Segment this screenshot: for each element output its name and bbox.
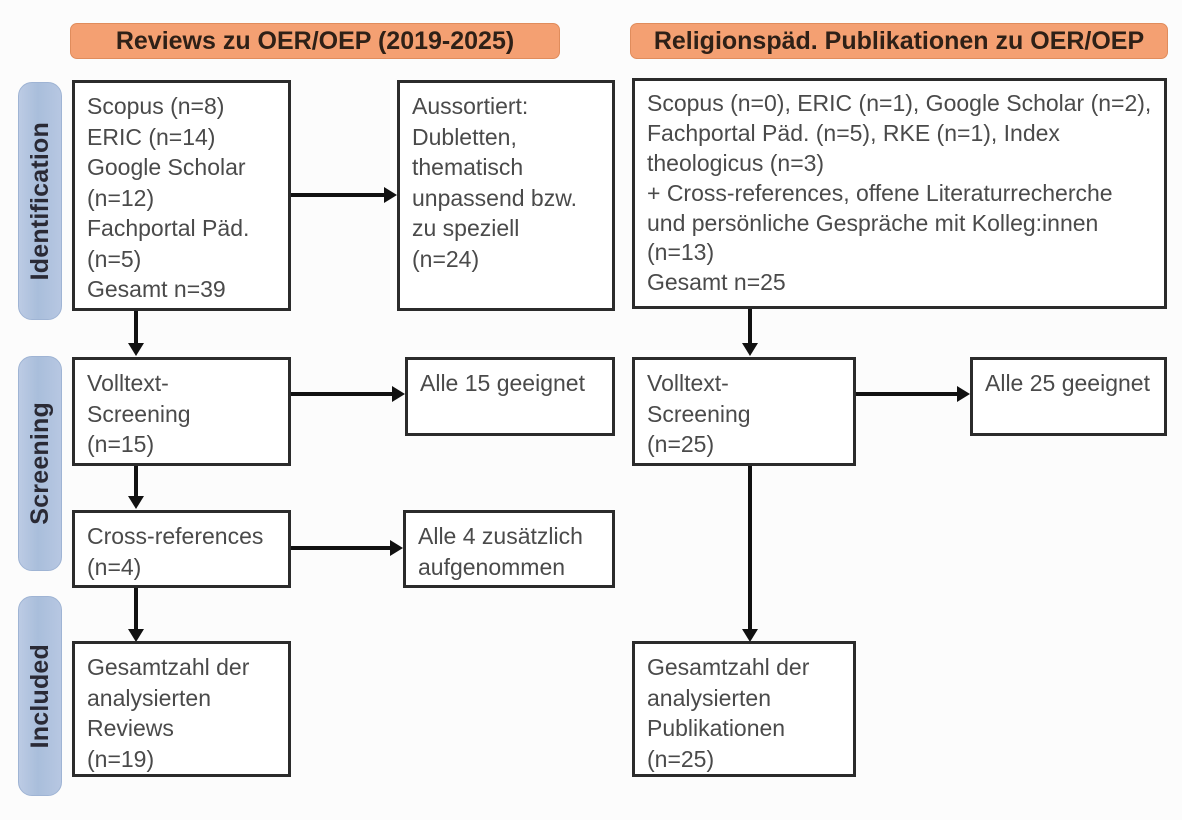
- box-right-identification-sources: Scopus (n=0), ERIC (n=1), Google Scholar…: [632, 78, 1167, 309]
- box-left-identification-sources: Scopus (n=8) ERIC (n=14) Google Scholar …: [72, 80, 291, 311]
- stage-label-screening: Screening: [18, 356, 62, 571]
- stage-label-included: Included: [18, 596, 62, 796]
- stage-label-identification: Identification: [18, 82, 62, 320]
- stage-label-identification-text: Identification: [25, 121, 54, 281]
- connector-right-screening-to-suitable: [856, 392, 957, 396]
- column-header-religionspaed: Religionspäd. Publikationen zu OER/OEP: [630, 23, 1168, 59]
- box-right-all-suitable: Alle 25 geeignet: [970, 357, 1167, 436]
- arrowhead-left-sources-to-screening: [128, 343, 144, 356]
- arrowhead-left-sources-to-excluded: [384, 187, 397, 203]
- stage-label-screening-text: Screening: [25, 402, 54, 525]
- connector-left-screening-to-crossref: [134, 466, 138, 497]
- connector-crossref-to-added: [291, 546, 390, 550]
- box-right-fulltext-screening: Volltext- Screening (n=25): [632, 357, 856, 466]
- arrowhead-right-sources-to-screening: [742, 343, 758, 356]
- arrowhead-right-screening-to-suitable: [957, 386, 970, 402]
- box-left-excluded: Aussortiert: Dubletten, thematisch unpas…: [397, 80, 615, 311]
- column-header-reviews: Reviews zu OER/OEP (2019-2025): [70, 23, 560, 59]
- connector-left-sources-to-screening: [134, 311, 138, 344]
- connector-right-sources-to-screening: [748, 309, 752, 344]
- arrowhead-crossref-to-added: [390, 540, 403, 556]
- box-left-fulltext-screening: Volltext- Screening (n=15): [72, 357, 291, 466]
- arrowhead-crossref-to-included: [128, 629, 144, 642]
- arrowhead-left-screening-to-suitable: [392, 386, 405, 402]
- connector-crossref-to-included: [134, 588, 138, 630]
- arrowhead-right-screening-to-included: [742, 629, 758, 642]
- box-left-cross-references: Cross-references (n=4): [72, 510, 291, 588]
- connector-left-screening-to-suitable: [291, 392, 392, 396]
- box-right-included-total: Gesamtzahl der analysierten Publikatione…: [632, 641, 856, 777]
- stage-label-included-text: Included: [25, 643, 54, 749]
- box-left-all-added: Alle 4 zusätzlich aufgenommen: [403, 510, 615, 588]
- connector-right-screening-to-included: [748, 466, 752, 630]
- box-left-all-suitable: Alle 15 geeignet: [405, 357, 615, 436]
- box-left-included-total: Gesamtzahl der analysierten Reviews (n=1…: [72, 641, 291, 777]
- connector-left-sources-to-excluded: [291, 193, 384, 197]
- arrowhead-left-screening-to-crossref: [128, 496, 144, 509]
